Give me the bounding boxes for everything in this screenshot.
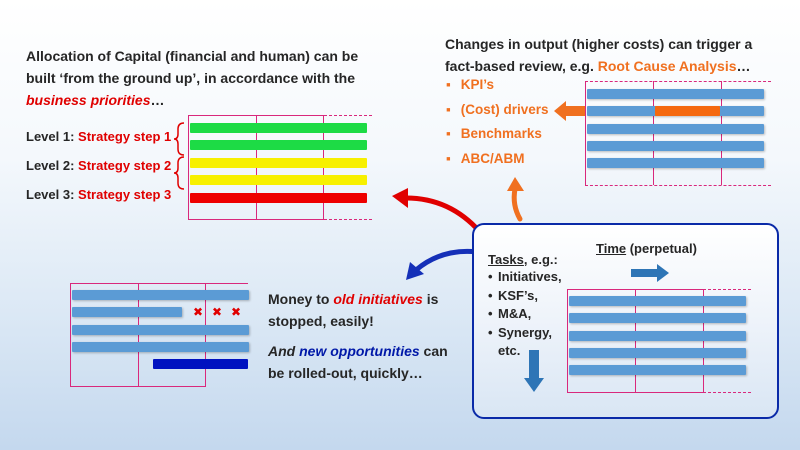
task-item: •M&A, xyxy=(488,306,532,321)
time-heading: Time (perpetual) xyxy=(596,241,697,256)
strategy-bar-level-1b xyxy=(190,140,367,150)
blue-arrow-down-icon xyxy=(524,350,544,392)
task-item: •Initiatives, xyxy=(488,269,562,284)
time-bar-4 xyxy=(569,348,746,358)
level-3-label: Level 3: Strategy step 3 xyxy=(26,187,172,202)
cross-icon: ✖ xyxy=(212,305,223,319)
level-2-label: Level 2: Strategy step 2 xyxy=(26,158,172,173)
money-line-3: And new opportunities can xyxy=(268,343,448,359)
initiative-bar-4 xyxy=(72,342,249,352)
brace-icon xyxy=(173,122,185,190)
task-item-etc: etc. xyxy=(498,343,521,358)
review-item-cost-drivers: (Cost) drivers xyxy=(446,99,549,124)
strategy-bar-level-2a xyxy=(190,158,367,168)
tasks-heading: Tasks, e.g.: xyxy=(488,252,558,267)
changes-line-2: fact-based review, e.g. Root Cause Analy… xyxy=(445,58,751,74)
review-item-benchmarks: Benchmarks xyxy=(446,123,549,148)
time-bar-2 xyxy=(569,313,746,323)
business-priorities-text: business priorities xyxy=(26,92,151,108)
money-line-2: stopped, easily! xyxy=(268,313,374,329)
money-line-1: Money to old initiatives is xyxy=(268,291,439,307)
new-opportunities-text: new opportunities xyxy=(299,343,420,359)
task-item: •Synergy, xyxy=(488,324,552,340)
changes-line-1: Changes in output (higher costs) can tri… xyxy=(445,36,753,52)
old-initiatives-text: old initiatives xyxy=(333,291,423,307)
task-item: •KSF’s, xyxy=(488,287,538,303)
review-bar-2-highlight xyxy=(655,106,720,116)
strategy-bar-level-2b xyxy=(190,175,367,185)
review-item-kpis: KPI’s xyxy=(446,74,549,99)
cross-icon: ✖ xyxy=(193,305,204,319)
task-list: •Initiatives, •KSF’s, •M&A, •Synergy, et… xyxy=(488,268,562,361)
review-item-abc-abm: ABC/ABM xyxy=(446,148,549,173)
blue-arrow-right-icon xyxy=(631,264,669,282)
review-bar-3 xyxy=(587,124,764,134)
strategy-bar-level-1a xyxy=(190,123,367,133)
root-cause-analysis-text: Root Cause Analysis xyxy=(597,58,737,74)
allocation-text: Allocation of Capital (financial and hum… xyxy=(26,45,386,111)
review-bar-5 xyxy=(587,158,764,168)
curved-arrow-left-icon xyxy=(392,188,483,235)
level-1-label: Level 1: Strategy step 1 xyxy=(26,129,172,144)
allocation-line-3: business priorities… xyxy=(26,92,165,108)
changes-text: Changes in output (higher costs) can tri… xyxy=(445,33,785,77)
time-bar-5 xyxy=(569,365,746,375)
review-list: KPI’s (Cost) drivers Benchmarks ABC/ABM xyxy=(446,74,549,172)
initiative-bar-3 xyxy=(72,325,249,335)
curved-arrow-down-left-icon xyxy=(406,248,481,280)
initiative-bar-2 xyxy=(72,307,182,317)
initiative-bar-1 xyxy=(72,290,249,300)
money-line-4: be rolled-out, quickly… xyxy=(268,365,423,381)
level-labels: Level 1: Strategy step 1 Level 2: Strate… xyxy=(26,127,171,214)
curved-arrow-up-icon xyxy=(507,177,524,222)
allocation-line-1: Allocation of Capital (financial and hum… xyxy=(26,48,359,64)
allocation-line-2: built ‘from the ground up’, in accordanc… xyxy=(26,70,356,86)
review-bar-4 xyxy=(587,141,764,151)
orange-arrow-left-icon xyxy=(554,101,586,121)
strategy-bar-level-3 xyxy=(190,193,367,203)
time-bar-1 xyxy=(569,296,746,306)
new-opportunity-bar xyxy=(153,359,248,369)
money-text: Money to old initiatives is stopped, eas… xyxy=(268,288,468,384)
cross-icon: ✖ xyxy=(231,305,242,319)
time-bar-3 xyxy=(569,331,746,341)
review-bar-1 xyxy=(587,89,764,99)
